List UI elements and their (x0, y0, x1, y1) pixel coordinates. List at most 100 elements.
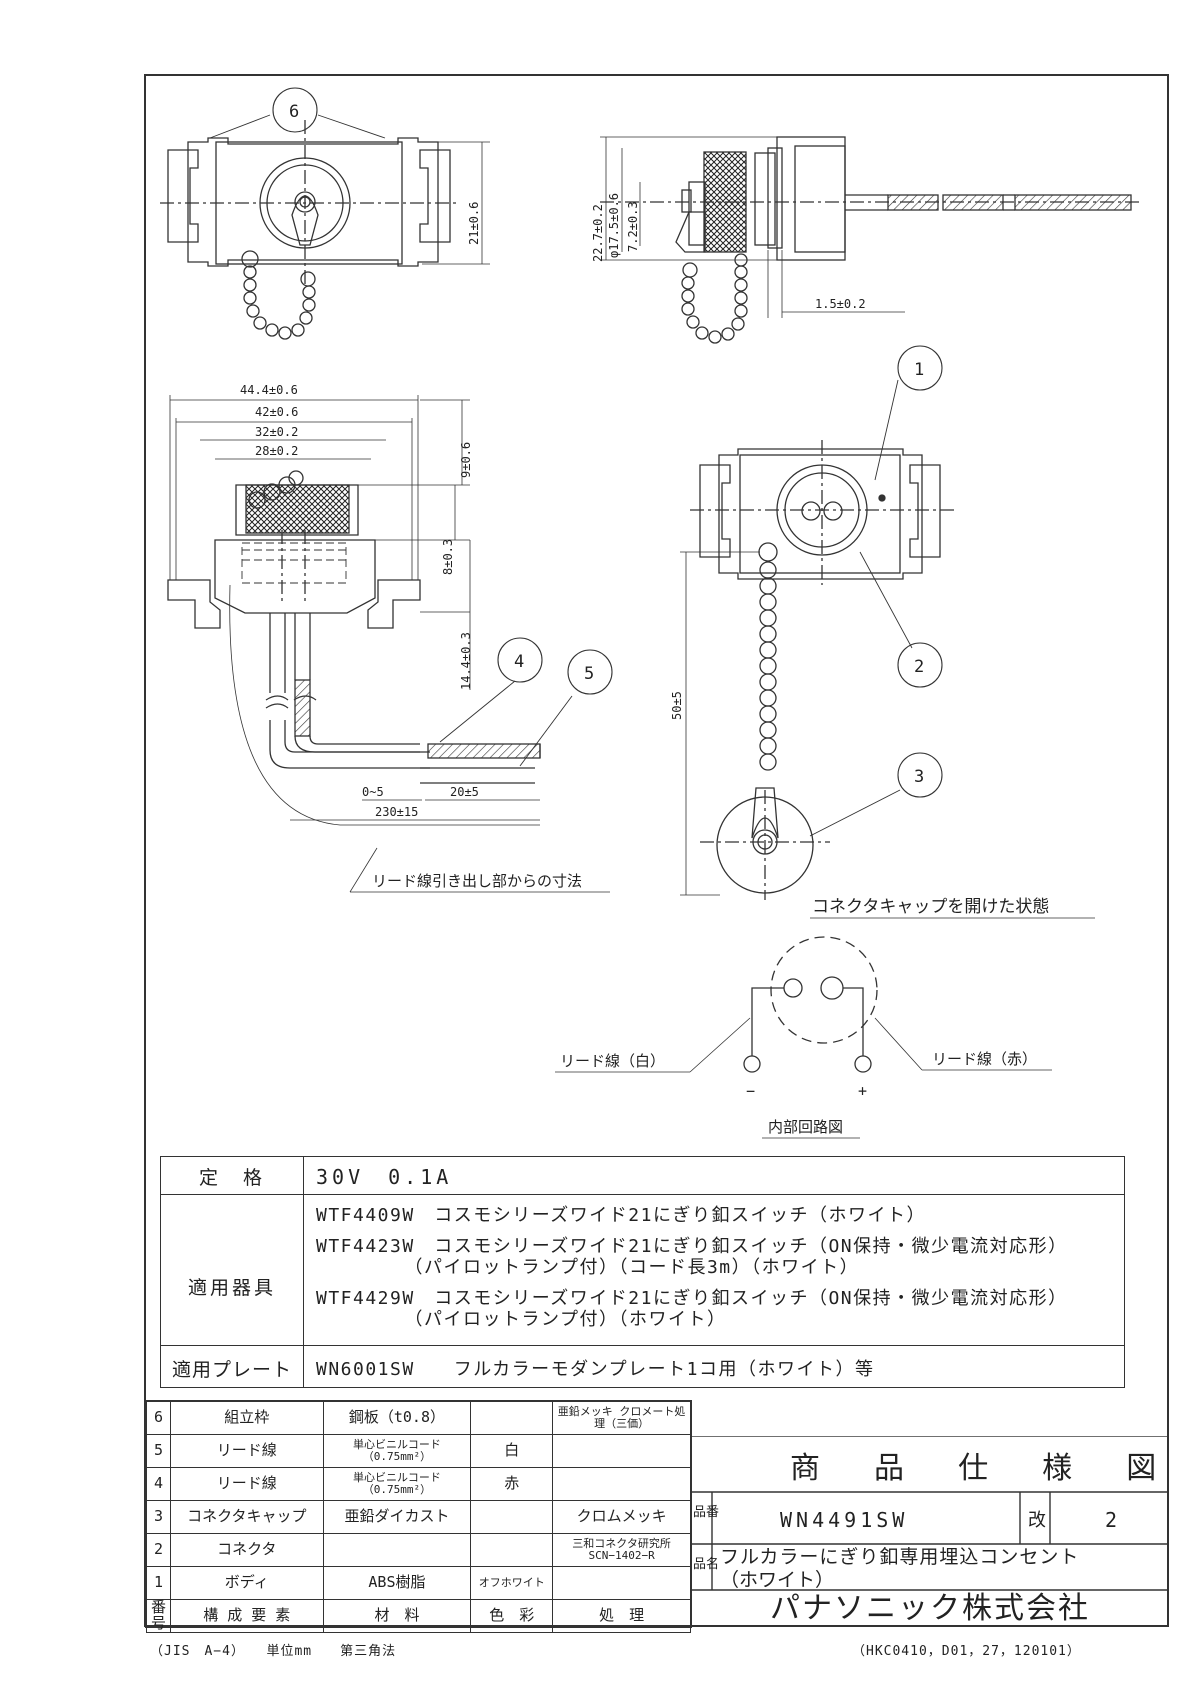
dim-chain: 50±5 (670, 691, 684, 720)
spec-table: 定 格 30V 0.1A 適用器具 WTF4409W コスモシリーズワイド21に… (160, 1156, 1125, 1388)
note-leads: リード線引き出し部からの寸法 (372, 872, 582, 890)
balloon-1 (897, 345, 943, 391)
header-name: 構 成 要 素 (169, 1599, 324, 1633)
rev-label: 改 (1028, 1510, 1046, 1531)
dim-h2: 8±0.3 (441, 539, 455, 575)
part-finish: 三和コネクタ研究所 SCN−1402−R (552, 1533, 691, 1567)
note-cap-open: コネクタキャップを開けた状態 (812, 897, 1049, 917)
dim-w4: 28±0.2 (255, 444, 298, 458)
circuit-caption: 内部回路図 (768, 1118, 843, 1136)
dim-d1: 22.7±0.2 (591, 204, 605, 262)
part-material (322, 1533, 472, 1567)
footer-left: （JIS A−4） 単位mm 第三角法 (150, 1644, 397, 1659)
part-color (470, 1533, 554, 1567)
applicable-line-3: （パイロットランプ付）（コード長3m）（ホワイト） (316, 1257, 860, 1278)
title-heading: 商 品 仕 様 図 (790, 1451, 1168, 1486)
part-color: 赤 (470, 1467, 554, 1501)
balloon-4-text: 4 (514, 652, 524, 672)
part-no: 4 (146, 1467, 171, 1501)
balloon-5 (567, 649, 613, 695)
plate-value: WN6001SW フルカラーモダンプレート1コ用（ホワイト）等 (316, 1359, 875, 1380)
part-no: 1 (146, 1566, 171, 1600)
dim-d2: φ17.5±0.6 (607, 193, 621, 258)
dim-lead-c: 230±15 (375, 805, 418, 819)
part-color (470, 1500, 554, 1534)
dimension-text: 21±0.6 22.7±0.2 φ17.5±0.6 7.2±0.3 1.5±0.… (240, 193, 866, 819)
part-no: 6 (146, 1401, 171, 1435)
hinban-value: WN4491SW (780, 1508, 908, 1532)
balloon-6-text: 6 (289, 102, 299, 122)
part-name: ボディ (169, 1566, 324, 1600)
part-name: コネクタ (169, 1533, 324, 1567)
applicable-line-2: WTF4423W コスモシリーズワイド21にぎり釦スイッチ（ON保持・微少電流対… (316, 1236, 1068, 1257)
part-material: 亜鉛ダイカスト (322, 1500, 472, 1534)
dim-d3: 7.2±0.3 (626, 201, 640, 252)
part-finish (552, 1467, 691, 1501)
dim-h1: 9±0.6 (459, 442, 473, 478)
dim-height: 21±0.6 (467, 202, 481, 245)
balloon-6 (272, 87, 318, 133)
hinmei-label: 品名 (693, 1556, 719, 1572)
part-finish (552, 1434, 691, 1468)
part-material: 単心ビニルコード （0.75mm²） (322, 1434, 472, 1468)
part-material: ABS樹脂 (322, 1566, 472, 1600)
applicable-label: 適用器具 (187, 1277, 276, 1299)
part-no: 5 (146, 1434, 171, 1468)
balloon-3-text: 3 (914, 767, 924, 787)
applicable-line-4: WTF4429W コスモシリーズワイド21にぎり釦スイッチ（ON保持・微少電流対… (316, 1288, 1068, 1309)
front-view (167, 395, 613, 893)
circuit-diagram (555, 936, 1052, 1139)
plate-label: 適用プレート (171, 1359, 292, 1381)
balloon-2 (897, 642, 943, 688)
balloon-1-text: 1 (914, 360, 924, 380)
circuit-left-lead: リード線（白） (560, 1052, 665, 1070)
dim-w1: 44.4±0.6 (240, 383, 298, 397)
side-view-right (600, 136, 1140, 344)
hinmei-1: フルカラーにぎり釦専用埋込コンセント (720, 1546, 1079, 1568)
dim-lead-b: 20±5 (450, 785, 479, 799)
part-color: 白 (470, 1434, 554, 1468)
header-material: 材 料 (322, 1599, 472, 1633)
top-view-left (160, 87, 490, 340)
part-color (470, 1401, 554, 1435)
dim-w3: 32±0.2 (255, 425, 298, 439)
balloon-5-text: 5 (584, 664, 594, 684)
part-name: リード線 (169, 1434, 324, 1468)
dim-d4: 1.5±0.2 (815, 297, 866, 311)
balloon-3 (897, 752, 943, 798)
part-material: 鋼板（t0.8） (322, 1401, 472, 1435)
company-name: パナソニック株式会社 (770, 1591, 1090, 1626)
part-finish: 亜鉛メッキ クロメート処理（三価） (552, 1401, 691, 1435)
circuit-minus: − (746, 1082, 755, 1100)
rev-value: 2 (1105, 1508, 1117, 1532)
part-name: リード線 (169, 1467, 324, 1501)
cap-open-view (680, 345, 1095, 919)
circuit-plus: + (858, 1082, 867, 1100)
applicable-line-5: （パイロットランプ付）（ホワイト） (316, 1309, 727, 1330)
part-name: 組立枠 (169, 1401, 324, 1435)
hinmei-2: （ホワイト） (720, 1569, 834, 1591)
title-block: 商 品 仕 様 図 品番 WN4491SW 改 2 品名 フルカラーにぎり釦専用… (690, 1436, 1168, 1626)
header-no: 番号 (146, 1599, 171, 1633)
hinban-label: 品番 (693, 1505, 719, 1520)
part-name: コネクタキャップ (169, 1500, 324, 1534)
table-header-row: 番号構 成 要 素材 料色 彩処 理 (146, 1599, 691, 1633)
drawing-notes: リード線引き出し部からの寸法 コネクタキャップを開けた状態 リード線（白） リー… (372, 872, 1049, 1136)
footer-right: （HKC0410，D01，27，120101） (852, 1644, 1081, 1659)
header-finish: 処 理 (552, 1599, 691, 1633)
part-no: 3 (146, 1500, 171, 1534)
header-color: 色 彩 (470, 1599, 554, 1633)
rating-value: 30V 0.1A (316, 1165, 453, 1189)
part-finish: クロムメッキ (552, 1500, 691, 1534)
part-finish (552, 1566, 691, 1600)
drawing-text: 6 1 2 3 4 5 (289, 102, 924, 787)
part-color: オフホワイト (470, 1566, 554, 1600)
circuit-right-lead: リード線（赤） (932, 1050, 1037, 1068)
rating-label: 定 格 (198, 1167, 265, 1189)
